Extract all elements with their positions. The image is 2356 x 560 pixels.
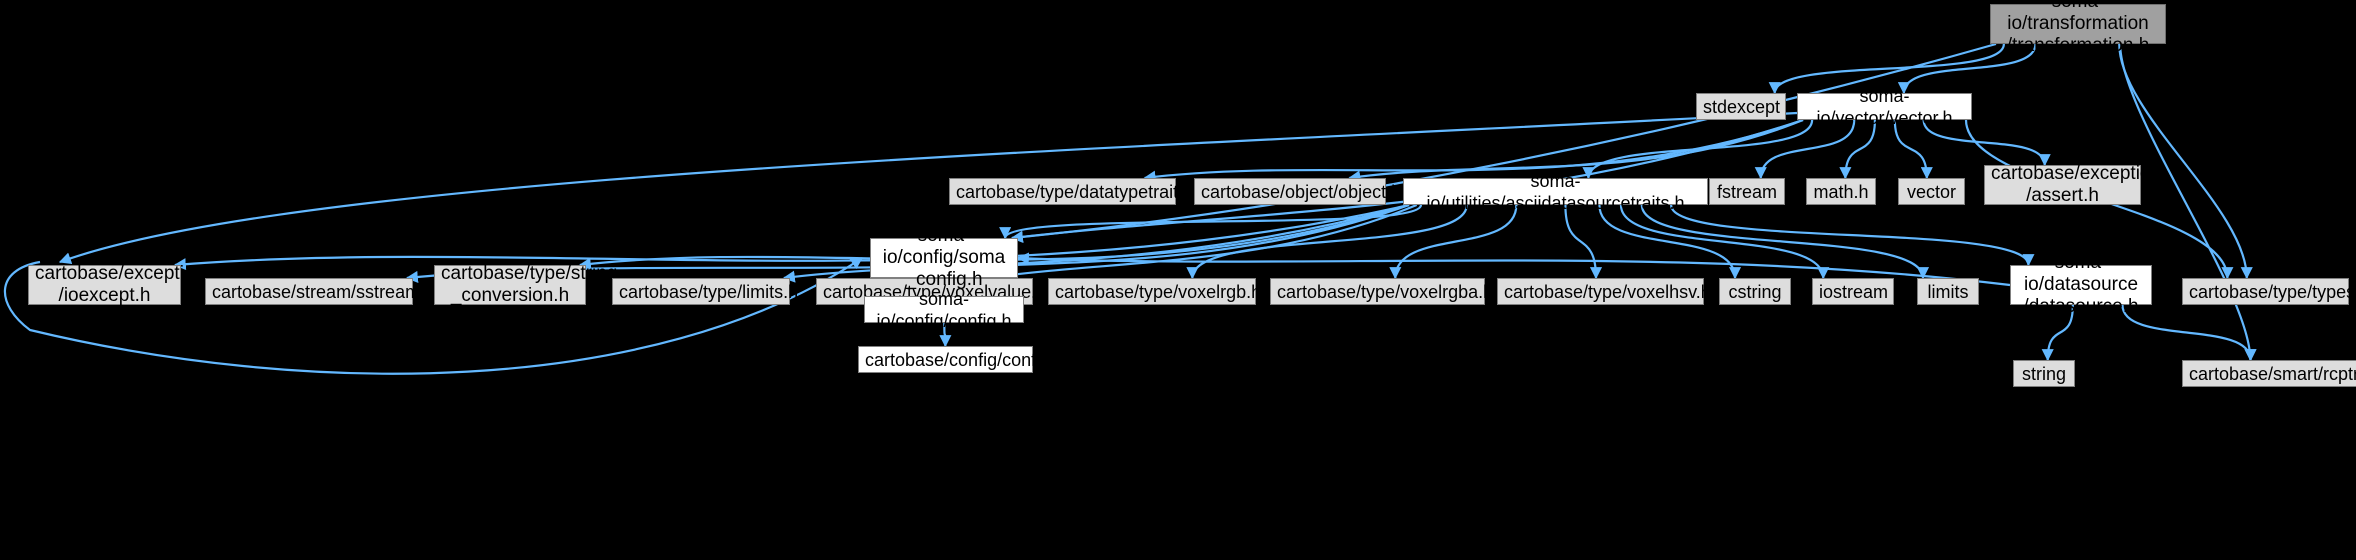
- graph-node-voxelrgba[interactable]: cartobase/type/voxelrgba.h: [1270, 278, 1494, 305]
- graph-node-label: vector: [1906, 181, 1957, 202]
- graph-node-math_h[interactable]: math.h: [1806, 178, 1876, 205]
- graph-node-voxelrgb[interactable]: cartobase/type/voxelrgb.h: [1048, 278, 1262, 305]
- graph-node-label: soma-io/config/config.h: [876, 288, 1012, 331]
- graph-node-vector_h[interactable]: soma-io/vector/vector.h: [1797, 86, 1972, 128]
- graph-node-label: cartobase/type/voxelrgb.h: [1055, 281, 1262, 302]
- graph-node-label: soma-io/datasource /datasource.h: [2023, 252, 2139, 317]
- graph-node-string_conversion[interactable]: cartobase/type/string _conversion.h: [434, 263, 618, 306]
- graph-node-limits[interactable]: limits: [1917, 278, 1979, 305]
- graph-node-soma_config[interactable]: soma-io/config/soma _config.h: [870, 225, 1018, 290]
- graph-node-label: cartobase/type/string _conversion.h: [441, 263, 618, 306]
- graph-node-iostream[interactable]: iostream: [1812, 278, 1894, 305]
- graph-node-asciidatasourcetraits[interactable]: soma-io/utilities/asciidatasourcetraits.…: [1403, 171, 1708, 213]
- graph-node-label: soma-io/utilities/asciidatasourcetraits.…: [1426, 170, 1685, 213]
- graph-node-transformation[interactable]: soma-io/transformation /transformation.h: [1990, 0, 2166, 56]
- graph-node-label: cartobase/type/types.h: [2189, 281, 2356, 302]
- graph-node-assert_h[interactable]: cartobase/exception /assert.h: [1984, 163, 2162, 206]
- graph-node-cartobase_config[interactable]: cartobase/config/config.h: [858, 346, 1066, 373]
- graph-node-limits_h[interactable]: cartobase/type/limits.h: [612, 278, 799, 305]
- graph-node-cstring[interactable]: cstring: [1719, 278, 1791, 305]
- graph-node-label: cartobase/smart/rcptr.h: [2189, 363, 2356, 384]
- graph-node-voxelhsv[interactable]: cartobase/type/voxelhsv.h: [1497, 278, 1711, 305]
- graph-node-label: cartobase/stream/sstream.h: [212, 281, 436, 302]
- graph-node-config_h[interactable]: soma-io/config/config.h: [864, 289, 1024, 331]
- graph-node-label: cstring: [1728, 281, 1782, 302]
- graph-node-label: stdexcept: [1703, 96, 1781, 117]
- graph-node-label: soma-io/vector/vector.h: [1816, 85, 1953, 128]
- graph-node-label: cartobase/type/datatypetraits.h: [956, 181, 1203, 202]
- graph-node-datatypetraits[interactable]: cartobase/type/datatypetraits.h: [949, 178, 1203, 205]
- graph-node-label: math.h: [1813, 181, 1869, 202]
- graph-node-stdexcept[interactable]: stdexcept: [1696, 93, 1786, 120]
- graph-node-ioexcept[interactable]: cartobase/exception /ioexcept.h: [28, 263, 206, 306]
- graph-node-label: cartobase/config/config.h: [865, 349, 1066, 370]
- graph-node-label: cartobase/exception /assert.h: [1991, 163, 2162, 206]
- graph-node-types_h[interactable]: cartobase/type/types.h: [2182, 278, 2356, 305]
- graph-node-label: fstream: [1716, 181, 1777, 202]
- graph-node-label: cartobase/type/voxelrgba.h: [1277, 281, 1494, 302]
- graph-node-label: string: [2021, 363, 2066, 384]
- graph-node-string[interactable]: string: [2013, 360, 2075, 387]
- graph-node-label: cartobase/type/voxelhsv.h: [1504, 281, 1711, 302]
- graph-node-vector[interactable]: vector: [1898, 178, 1965, 205]
- graph-node-label: limits: [1927, 281, 1969, 302]
- graph-node-label: soma-io/transformation /transformation.h: [2006, 0, 2150, 56]
- graph-node-label: cartobase/object/object.h: [1201, 181, 1402, 202]
- graph-node-rcptr[interactable]: cartobase/smart/rcptr.h: [2182, 360, 2356, 387]
- graph-node-datasource[interactable]: soma-io/datasource /datasource.h: [2010, 252, 2152, 317]
- graph-node-label: iostream: [1819, 281, 1889, 302]
- graph-node-label: cartobase/exception /ioexcept.h: [35, 263, 206, 306]
- graph-node-fstream[interactable]: fstream: [1709, 178, 1785, 205]
- graph-node-label: soma-io/config/soma _config.h: [882, 225, 1006, 290]
- graph-node-object_h[interactable]: cartobase/object/object.h: [1194, 178, 1402, 205]
- graph-node-label: cartobase/type/limits.h: [619, 281, 799, 302]
- graph-node-sstream[interactable]: cartobase/stream/sstream.h: [205, 278, 436, 305]
